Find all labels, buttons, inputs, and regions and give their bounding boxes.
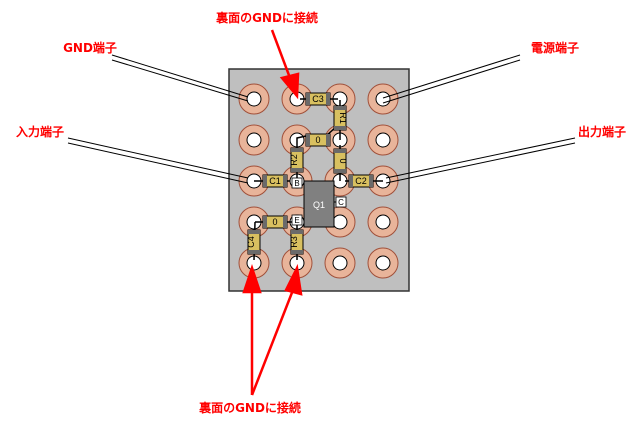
q1-label: Q1 <box>313 200 325 210</box>
gnd-arrows <box>242 29 303 396</box>
jumper-top-label: 0 <box>315 135 320 145</box>
gnd-back-bottom-label: 裏面のGNDに接続 <box>198 400 301 415</box>
pin-base-label: B <box>294 179 299 188</box>
pad-hole <box>332 214 348 230</box>
transistor-q1: Q1 B C E <box>291 177 347 228</box>
arrow-icon <box>279 72 300 100</box>
gnd-back-top-label: 裏面のGNDに接続 <box>215 10 318 25</box>
c3-label: C3 <box>312 94 324 104</box>
component-jumper-top: 0 <box>305 133 331 147</box>
component-r2: R2 <box>289 147 304 173</box>
r2-label: R2 <box>289 154 299 166</box>
component-r1: R1 <box>333 105 348 131</box>
c1-label: C1 <box>269 176 281 186</box>
output-terminal-label: 出力端子 <box>578 124 626 139</box>
r3-label: R3 <box>289 236 299 248</box>
component-c4: C4 <box>246 229 261 255</box>
component-c3: C3 <box>305 92 331 106</box>
jumper-low-label: 0 <box>272 217 277 227</box>
pin-collector-label: C <box>338 198 344 207</box>
input-terminal-label: 入力端子 <box>16 124 64 139</box>
component-c1: C1 <box>262 174 288 188</box>
power-terminal-label: 電源端子 <box>531 40 579 55</box>
pad-grid <box>238 83 399 279</box>
pad-hole <box>246 132 262 148</box>
pad-hole <box>375 132 391 148</box>
pad-hole <box>375 214 391 230</box>
jumper-mid-label: 0 <box>338 158 348 163</box>
r1-label: R1 <box>338 112 348 124</box>
component-jumper-low: 0 <box>262 215 288 229</box>
pad-hole <box>246 91 262 107</box>
component-r3: R3 <box>289 229 304 255</box>
pad-hole <box>375 255 391 271</box>
terminal-wires <box>67 54 576 184</box>
gnd-terminal-label: GND端子 <box>63 40 117 55</box>
pin-emitter-label: E <box>294 216 299 225</box>
arrow-icon <box>242 264 262 294</box>
pad-hole <box>375 91 391 107</box>
component-jumper-mid: 0 <box>333 148 348 174</box>
c2-label: C2 <box>355 176 367 186</box>
arrow-icon <box>284 263 303 296</box>
component-c2: C2 <box>348 174 374 188</box>
pad-hole <box>332 255 348 271</box>
c4-label: C4 <box>246 236 256 248</box>
